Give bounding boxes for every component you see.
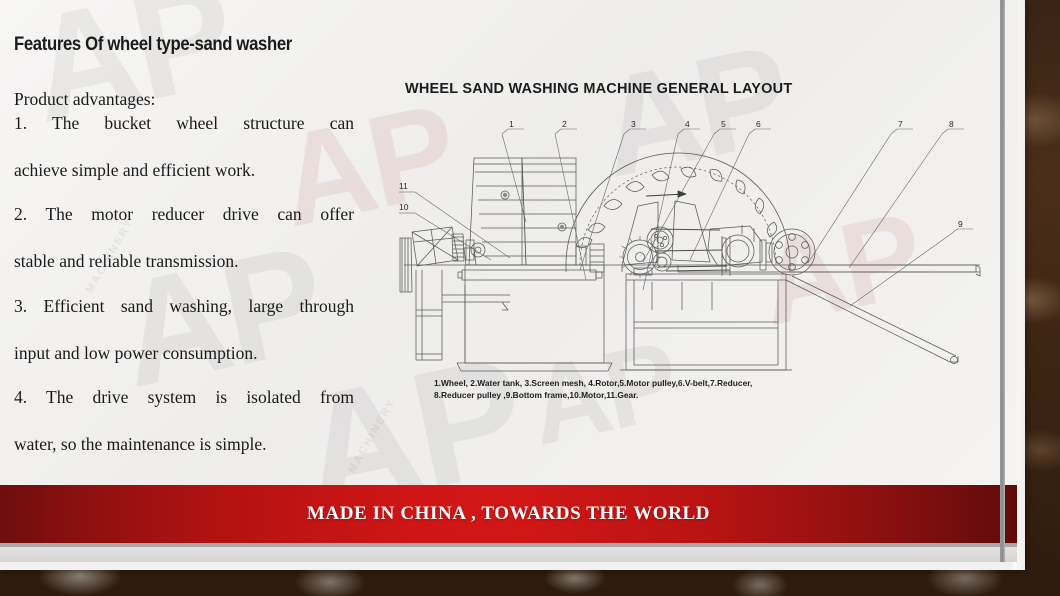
footer-strip bbox=[0, 547, 1017, 562]
svg-text:9: 9 bbox=[958, 219, 963, 229]
advantage-line: water, so the maintenance is simple. bbox=[14, 434, 267, 454]
bottom-frame bbox=[620, 280, 792, 371]
advantage-line: 4. The drive system is isolated from bbox=[14, 387, 354, 407]
advantage-line: 2. The motor reducer drive can offer bbox=[14, 204, 354, 224]
discharge-chute bbox=[785, 264, 981, 364]
slide-content-area: AP AP AP AP AP AP AP MACHINERY MACHINERY… bbox=[0, 0, 1017, 562]
svg-text:10: 10 bbox=[399, 202, 409, 212]
svg-text:11: 11 bbox=[399, 181, 408, 191]
advantage-item: 3. Efficient sand washing, large through… bbox=[14, 295, 354, 366]
page-title: Features Of wheel type-sand washer bbox=[14, 34, 292, 55]
sand-washer-schematic: 1 2 3 4 5 6 7 8 9 10 11 bbox=[399, 119, 981, 372]
technical-drawing: 1 2 3 4 5 6 7 8 9 10 11 bbox=[390, 110, 990, 375]
advantage-item: 4. The drive system is isolated from wate… bbox=[14, 386, 354, 457]
advantage-item: 1. The bucket wheel structure can achieve… bbox=[14, 112, 354, 183]
footer-banner: MADE IN CHINA , TOWARDS THE WORLD bbox=[0, 485, 1017, 547]
svg-text:6: 6 bbox=[756, 119, 761, 129]
advantage-item: 2. The motor reducer drive can offer stab… bbox=[14, 203, 354, 274]
advantage-line: 1. The bucket wheel structure can bbox=[14, 112, 354, 133]
svg-text:3: 3 bbox=[631, 119, 636, 129]
svg-text:4: 4 bbox=[685, 119, 690, 129]
intro-line: Product advantages: bbox=[14, 89, 156, 109]
svg-text:8: 8 bbox=[949, 119, 954, 129]
card-right-rule bbox=[1000, 0, 1005, 562]
legend-line-1: 1.Wheel, 2.Water tank, 3.Screen mesh, 4.… bbox=[434, 378, 753, 388]
advantage-line: 3. Efficient sand washing, large through bbox=[14, 295, 354, 316]
svg-text:2: 2 bbox=[562, 119, 567, 129]
advantage-line: stable and reliable transmission. bbox=[14, 251, 239, 271]
diagram-legend: 1.Wheel, 2.Water tank, 3.Screen mesh, 4.… bbox=[434, 378, 854, 401]
rotation-arrow bbox=[645, 190, 687, 198]
water-tank-section bbox=[456, 157, 613, 372]
footer-banner-text: MADE IN CHINA , TOWARDS THE WORLD bbox=[306, 503, 711, 524]
svg-text:1: 1 bbox=[509, 119, 514, 129]
bucket-wheel bbox=[565, 152, 791, 272]
product-advantages-list: Product advantages: 1. The bucket wheel … bbox=[14, 88, 354, 457]
diagram-title: WHEEL SAND WASHING MACHINE GENERAL LAYOU… bbox=[405, 81, 793, 97]
leader-lines bbox=[399, 128, 973, 307]
callout-numbers: 1 2 3 4 5 6 7 8 9 10 11 bbox=[399, 119, 963, 229]
advantage-line: input and low power consumption. bbox=[14, 342, 258, 363]
motor-assembly bbox=[399, 226, 510, 361]
advantage-line: achieve simple and efficient work. bbox=[14, 159, 256, 180]
svg-text:5: 5 bbox=[721, 119, 726, 129]
legend-line-2: 8.Reducer pulley ,9.Bottom frame,10.Moto… bbox=[434, 389, 639, 400]
svg-text:7: 7 bbox=[898, 119, 903, 129]
slide-card: AP AP AP AP AP AP AP MACHINERY MACHINERY… bbox=[0, 0, 1025, 570]
